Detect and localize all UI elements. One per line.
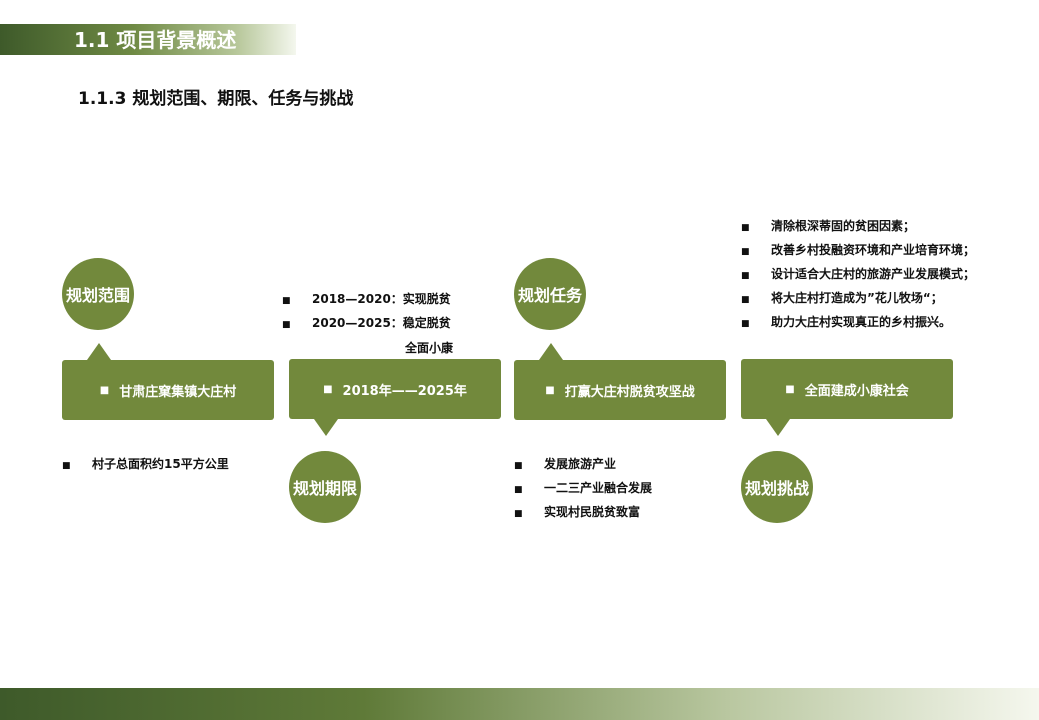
bullet-icon: ■: [545, 384, 555, 396]
page-title: 1.1 项目背景概述: [74, 28, 237, 52]
list-item: ■2020—2025：稳定脱贫: [282, 316, 451, 330]
pointer-challenge: [766, 419, 790, 436]
list-item: ■实现村民脱贫致富: [514, 505, 641, 519]
bar-period: ■ 2018年——2025年: [289, 359, 501, 419]
circle-challenge: 规划挑战: [741, 451, 813, 523]
bar-scope-label: 甘肃庄窠集镇大庄村: [119, 384, 237, 400]
task-notes: ■发展旅游产业 ■一二三产业融合发展 ■实现村民脱贫致富: [514, 452, 652, 524]
header-band: [0, 24, 296, 55]
list-item: ■2018—2020：实现脱贫: [282, 292, 451, 306]
bullet-icon: ■: [785, 383, 795, 395]
period-note-continuation: 全面小康: [405, 341, 454, 355]
period-notes: ■2018—2020：实现脱贫 ■2020—2025：稳定脱贫: [282, 287, 451, 335]
bar-task-label: 打赢大庄村脱贫攻坚战: [564, 384, 695, 400]
pointer-period: [314, 419, 338, 436]
bullet-icon: ■: [99, 384, 110, 396]
list-item: ■清除根深蒂固的贫困因素；: [741, 219, 916, 233]
circle-scope: 规划范围: [62, 258, 134, 330]
section-subtitle: 1.1.3 规划范围、期限、任务与挑战: [78, 89, 354, 109]
bullet-icon: ■: [323, 383, 333, 395]
list-item: ■村子总面积约15平方公里: [62, 457, 229, 471]
circle-period: 规划期限: [289, 451, 361, 523]
pointer-task: [539, 343, 563, 360]
bar-scope: ■ 甘肃庄窠集镇大庄村: [62, 360, 274, 420]
bar-period-label: 2018年——2025年: [342, 383, 467, 399]
footer-band: [0, 688, 1039, 720]
list-item: ■助力大庄村实现真正的乡村振兴。: [741, 315, 952, 329]
pointer-scope: [87, 343, 111, 360]
circle-task: 规划任务: [514, 258, 586, 330]
bar-challenge: ■ 全面建成小康社会: [741, 359, 953, 419]
list-item: ■改善乡村投融资环境和产业培育环境；: [741, 243, 976, 257]
list-item: ■发展旅游产业: [514, 457, 617, 471]
bar-challenge-label: 全面建成小康社会: [804, 383, 909, 399]
challenge-notes: ■清除根深蒂固的贫困因素； ■改善乡村投融资环境和产业培育环境； ■设计适合大庄…: [741, 214, 975, 334]
list-item: ■设计适合大庄村的旅游产业发展模式；: [741, 267, 976, 281]
list-item: ■一二三产业融合发展: [514, 481, 653, 495]
list-item: ■将大庄村打造成为”花儿牧场“；: [741, 291, 943, 305]
bar-task: ■ 打赢大庄村脱贫攻坚战: [514, 360, 726, 420]
scope-notes: ■村子总面积约15平方公里: [62, 452, 229, 476]
